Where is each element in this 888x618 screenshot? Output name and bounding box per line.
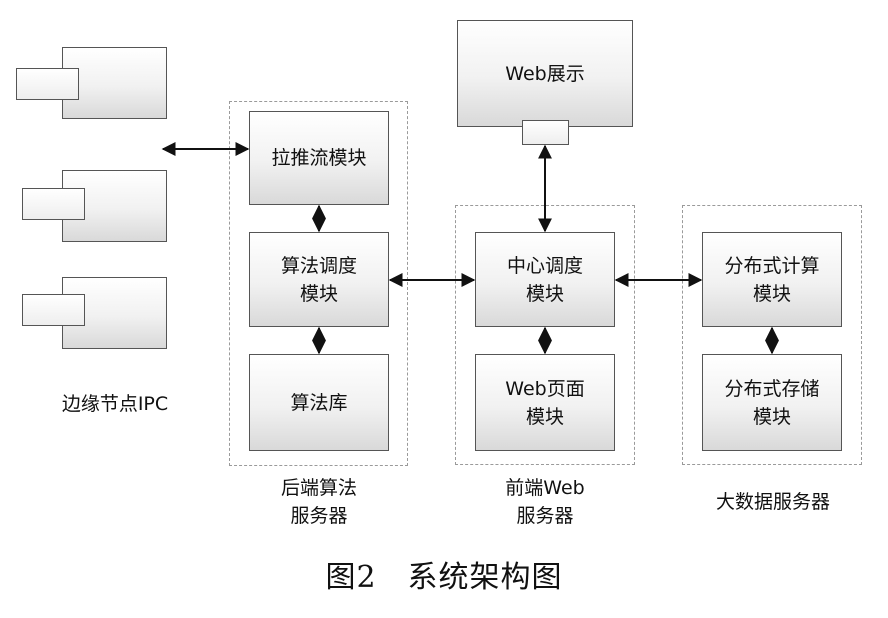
ipc-device-3-tab [22, 294, 85, 326]
web-display-box: Web展示 [457, 20, 633, 127]
center-schedule-module: 中心调度 模块 [475, 232, 615, 327]
web-page-module: Web页面 模块 [475, 354, 615, 451]
bigdata-server-group [682, 205, 862, 465]
ipc-device-1-tab [16, 68, 79, 100]
pull-push-stream-module: 拉推流模块 [249, 111, 389, 205]
edge-nodes-label: 边缘节点IPC [61, 393, 169, 415]
bigdata-server-label: 大数据服务器 [715, 491, 830, 513]
frontend-server-label: 前端Web 服务器 [505, 477, 585, 527]
ipc-device-1 [62, 47, 167, 119]
web-display-tab [522, 120, 569, 145]
distributed-compute-module: 分布式计算 模块 [702, 232, 842, 327]
figure-caption: 图2 系统架构图 [325, 560, 563, 595]
algorithm-schedule-module: 算法调度 模块 [249, 232, 389, 327]
distributed-storage-module: 分布式存储 模块 [702, 354, 842, 451]
algorithm-library-module: 算法库 [249, 354, 389, 451]
backend-server-label: 后端算法 服务器 [280, 477, 357, 527]
ipc-device-2-tab [22, 188, 85, 220]
